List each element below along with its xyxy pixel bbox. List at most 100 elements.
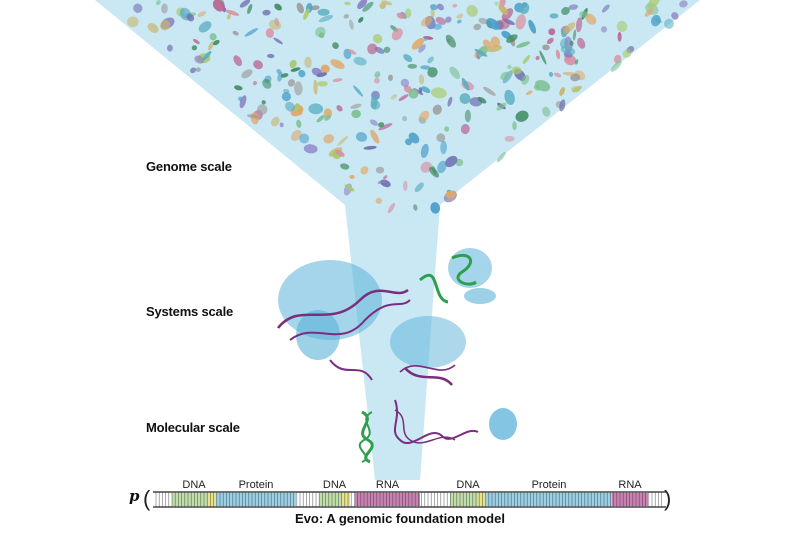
protein-structure — [370, 129, 380, 144]
protein-structure — [296, 119, 302, 128]
protein-structure — [277, 71, 283, 82]
protein-structure — [373, 77, 380, 84]
protein-structure — [147, 22, 159, 34]
protein-structure — [421, 86, 431, 94]
figure-caption: Evo: A genomic foundation model — [295, 511, 505, 526]
protein-structure — [490, 36, 501, 48]
protein-structure — [233, 55, 242, 67]
protein-structure — [194, 55, 205, 64]
protein-structure — [404, 8, 412, 19]
protein-structure — [353, 56, 367, 66]
protein-structure — [198, 21, 212, 33]
protein-structure — [478, 17, 488, 25]
protein-structure — [546, 37, 554, 45]
protein-structure — [348, 19, 354, 30]
protein-structure — [568, 4, 579, 10]
protein-structure — [332, 78, 343, 83]
protein-structure — [390, 94, 398, 100]
protein-structure — [133, 3, 143, 13]
protein-structure — [308, 103, 324, 115]
protein-structure — [432, 23, 442, 30]
protein-structure — [316, 72, 328, 78]
protein-structure — [440, 140, 448, 155]
systems-scale-complex — [277, 248, 496, 386]
protein-structure — [355, 132, 368, 142]
protein-structure — [197, 11, 207, 17]
protein-structure — [569, 40, 574, 46]
protein-structure — [570, 73, 581, 82]
protein-structure — [548, 71, 554, 77]
protein-structure — [257, 104, 268, 115]
protein-structure — [378, 123, 393, 131]
protein-structure — [494, 1, 499, 6]
protein-structure — [290, 67, 301, 72]
protein-structure — [381, 0, 393, 6]
protein-structure — [296, 2, 305, 14]
protein-structure — [411, 37, 425, 50]
protein-structure — [449, 66, 460, 79]
protein-structure — [280, 73, 289, 78]
protein-structure — [572, 29, 577, 41]
segment-band-rna — [355, 493, 420, 506]
protein-structure — [246, 114, 259, 119]
genome-scale-protein-cloud — [127, 0, 688, 214]
protein-structure — [378, 122, 385, 128]
protein-structure — [253, 60, 263, 70]
protein-structure — [515, 14, 526, 30]
protein-structure — [647, 0, 661, 9]
protein-structure — [418, 74, 425, 85]
protein-structure — [414, 182, 424, 193]
protein-structure — [212, 0, 225, 12]
protein-structure — [423, 37, 428, 42]
protein-structure — [323, 134, 335, 144]
sequence-prefix-label: p — [129, 487, 140, 505]
light-beam — [95, 0, 700, 480]
protein-structure — [287, 79, 295, 87]
segment-label-dna: DNA — [182, 479, 206, 491]
protein-structure — [202, 51, 212, 61]
protein-structure — [383, 175, 388, 180]
protein-structure — [191, 45, 198, 51]
protein-structure — [161, 3, 168, 14]
protein-structure — [418, 110, 430, 122]
protein-structure — [464, 109, 471, 123]
protein-structure — [290, 129, 302, 142]
protein-structure — [483, 86, 496, 96]
protein-structure — [252, 80, 258, 86]
protein-structure — [585, 13, 597, 25]
protein-structure — [555, 49, 561, 60]
protein-structure — [460, 124, 470, 135]
protein-structure — [241, 69, 253, 79]
protein-structure — [496, 152, 506, 163]
protein-structure — [155, 0, 161, 6]
protein-structure — [265, 28, 275, 38]
protein-structure — [430, 4, 438, 11]
protein-structure — [226, 13, 232, 20]
protein-structure — [600, 26, 608, 33]
protein-structure — [413, 204, 418, 211]
protein-structure — [313, 79, 318, 95]
protein-structure — [232, 30, 239, 36]
segment-label-dna: DNA — [456, 479, 480, 491]
protein-structure — [563, 22, 576, 34]
protein-structure — [516, 41, 531, 48]
protein-structure — [360, 166, 369, 175]
protein-structure — [350, 103, 362, 109]
protein-structure — [400, 78, 410, 87]
segment-label-protein: Protein — [239, 479, 274, 491]
protein-structure — [318, 15, 334, 23]
protein-structure — [650, 14, 661, 27]
protein-structure — [444, 155, 458, 168]
protein-structure — [387, 202, 396, 214]
protein-structure — [396, 12, 405, 19]
protein-structure — [332, 42, 339, 49]
protein-structure — [507, 64, 512, 70]
protein-structure — [193, 38, 200, 45]
protein-structure — [430, 202, 441, 214]
protein-structure — [461, 77, 470, 91]
protein-structure — [127, 16, 139, 28]
protein-structure — [299, 133, 310, 144]
protein-structure — [445, 16, 452, 23]
